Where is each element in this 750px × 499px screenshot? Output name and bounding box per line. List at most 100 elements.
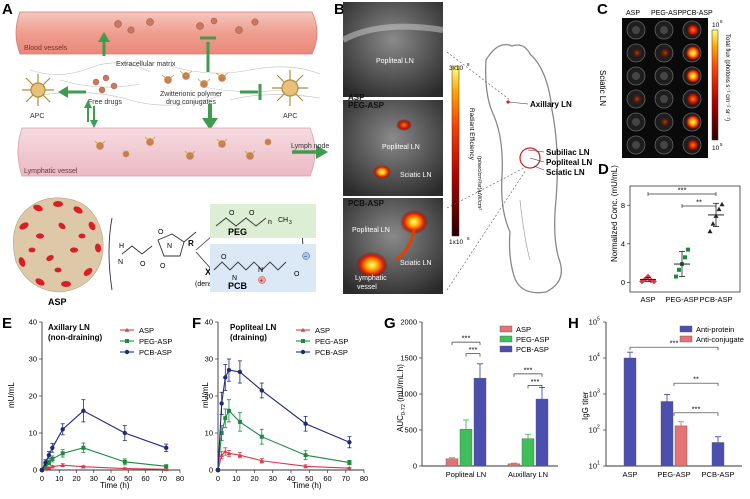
panel-letter-e: E: [2, 315, 12, 332]
conjugates-label-line2: drug conjugates: [166, 99, 216, 106]
data-point: [237, 369, 243, 375]
legend-swatch: [499, 325, 513, 333]
data-point: [237, 419, 242, 424]
axillary-ln-dot: [506, 100, 510, 104]
ytick-exponent: 5: [597, 317, 600, 323]
data-point: [50, 464, 55, 469]
data-point: [43, 460, 48, 465]
xtick-label: 50: [124, 474, 132, 483]
series-line: [41, 447, 167, 471]
legend-label: ASP: [315, 326, 330, 335]
legend-label: PCB-ASP: [516, 345, 549, 354]
panel-letter-a: A: [2, 1, 13, 18]
well-signal: [685, 68, 701, 84]
ytick-label: 0: [209, 466, 213, 475]
popliteal-label-1: Popliteal LN: [376, 58, 414, 65]
panel-letter-d: D: [598, 161, 609, 178]
well-signal: [685, 45, 701, 61]
xtick-label: 60: [323, 474, 331, 483]
ytick-exponent: 4: [597, 353, 600, 359]
xtick-label: PCB-ASP: [702, 470, 735, 479]
legend-label: PEG-ASP: [516, 335, 549, 344]
bidirectional-arrow-icon: [87, 106, 95, 122]
image-peg-asp: [343, 100, 443, 196]
d-ytick-label: 4: [621, 239, 625, 248]
ytick-label: 10: [29, 429, 37, 438]
peg-label: PEG: [228, 227, 247, 237]
arrow-down-small-icon: [90, 120, 98, 128]
xtick-label: 40: [287, 474, 295, 483]
data-point: [223, 416, 228, 421]
col-label-peg: PEG-ASP: [651, 10, 682, 17]
sig-label: ***: [531, 377, 540, 386]
colorbar-min-exp: 6: [467, 236, 470, 241]
colorbar-title: Radiant Efficiency: [468, 108, 475, 161]
g-ylabel-sub: 0-72: [401, 404, 407, 415]
xtick-label: Popliteal LN: [446, 470, 486, 479]
panel-f: F mU/mL Popliteal LN (draining) Time (h)…: [192, 315, 368, 490]
data-point: [60, 427, 65, 432]
ytick-label: 2000: [400, 318, 417, 327]
popliteal-label-2: Popliteal LN: [382, 144, 420, 151]
well-signal: [659, 47, 671, 59]
legend-label: PEG-ASP: [139, 337, 172, 346]
sig-label: ***: [462, 334, 471, 343]
xtick-label: 0: [216, 474, 220, 483]
e-ylabel: mU/mL: [7, 382, 16, 408]
mouse-label-sciatic: Sciatic LN: [546, 168, 585, 177]
tissue-highlight-1: [341, 23, 444, 43]
bar: [507, 463, 521, 467]
asp-protein-model: [13, 197, 104, 293]
xtick-label: 30: [269, 474, 277, 483]
d-plot-frame: [629, 185, 741, 293]
ytick-label: 500: [404, 426, 417, 435]
well-signal: [685, 114, 701, 130]
row-label-sciatic: Sciatic LN: [598, 70, 607, 106]
d-sig-label: **: [696, 198, 702, 207]
flux-colorbar-title: Total flux (photons s⁻¹ cm⁻² sr⁻¹): [724, 34, 730, 121]
flux-colorbar: [711, 29, 719, 141]
data-point: [50, 445, 55, 450]
bar: [711, 442, 725, 467]
sig-label: ***: [692, 404, 701, 413]
legend-label: PCB-ASP: [139, 348, 172, 357]
sciatic-label-1: Sciatic LN: [400, 172, 432, 179]
o-atom-label-1: O: [140, 261, 146, 268]
legend-label: PCB-ASP: [315, 348, 348, 357]
r-group-label: R: [188, 239, 194, 248]
xtick-label: ASP: [622, 470, 637, 479]
series-line: [41, 410, 167, 471]
xtick-label: 80: [176, 474, 184, 483]
xtick-label: 70: [342, 474, 350, 483]
flux-scale-top-exp: 6: [720, 19, 723, 24]
well-plate-image: [622, 18, 708, 158]
f-title-line2: (draining): [230, 333, 267, 342]
colorbar-max: 3x10: [449, 65, 463, 72]
data-point: [81, 408, 86, 413]
branch-lines: [195, 235, 213, 271]
asp-label: ASP: [48, 297, 67, 307]
mouse-outline: [485, 43, 563, 294]
col-label-pcb: PCB-ASP: [682, 10, 713, 17]
well-signal: [631, 47, 643, 59]
ytick-label: 30: [29, 355, 37, 364]
data-point: [223, 375, 228, 380]
conjugates-label-line1: Zwitterionic polymer: [160, 91, 223, 98]
peg-box: [210, 204, 316, 238]
d-xtick-label: PEG-ASP: [665, 295, 698, 304]
data-point: [122, 459, 127, 464]
sciatic-label-2: Sciatic LN: [400, 260, 432, 267]
n-atom-label: N: [118, 259, 123, 266]
flux-scale-top: 10: [712, 22, 720, 29]
legend-swatch: [679, 335, 693, 343]
g-ylabel-main: AUC: [396, 415, 405, 432]
o-atom-label-2: O: [158, 229, 164, 236]
data-point: [46, 453, 52, 458]
up-arrow-head-icon: [98, 32, 110, 42]
xtick-label: 40: [107, 474, 115, 483]
bar: [445, 458, 459, 467]
legend-label: Anti-protein: [696, 325, 734, 334]
left-arrow-head-icon: [58, 86, 68, 98]
